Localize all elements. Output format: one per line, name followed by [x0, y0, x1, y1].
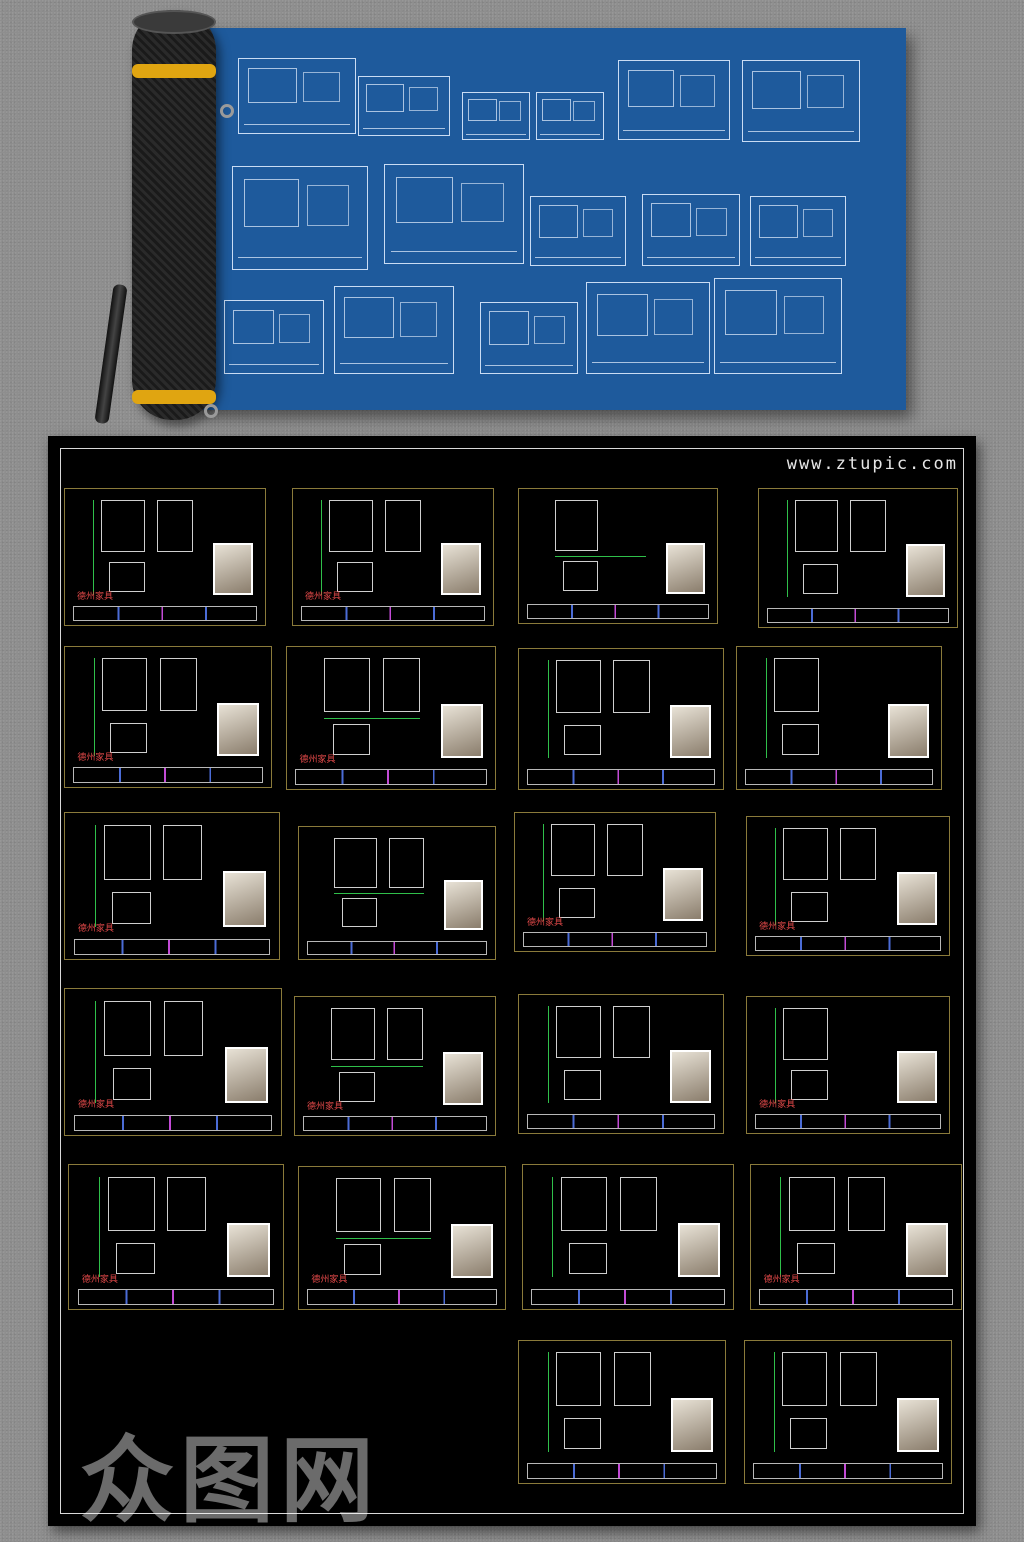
furniture-sheet: 德州家具: [64, 988, 282, 1136]
furniture-sheet: [744, 1340, 952, 1484]
blueprint-sheet: [358, 76, 450, 136]
blueprint-sheet: [750, 196, 846, 266]
blueprint-sheet: [480, 302, 578, 374]
roll-hook: [220, 104, 234, 118]
furniture-sheet: [736, 646, 942, 790]
blueprint-sheet: [586, 282, 710, 374]
blueprint-sheet: [462, 92, 530, 140]
blueprint-poster: [196, 28, 906, 410]
furniture-sheet: [518, 648, 724, 790]
sheet-title: 德州家具: [759, 921, 796, 932]
furniture-sheet: [518, 994, 724, 1134]
furniture-sheet: [298, 826, 496, 960]
sheet-title: 德州家具: [77, 753, 114, 764]
sheet-title: 德州家具: [77, 924, 114, 935]
blueprint-sheet: [714, 278, 842, 374]
sheet-title: 德州家具: [77, 591, 114, 602]
furniture-sheet: 德州家具: [294, 996, 496, 1136]
site-label: www.ztupic.com: [786, 454, 958, 474]
furniture-sheet: 德州家具: [64, 812, 280, 960]
blueprint-sheet: [232, 166, 368, 270]
furniture-sheet: 德州家具: [64, 646, 272, 788]
furniture-sheet: 德州家具: [746, 816, 950, 956]
furniture-sheet: [758, 488, 958, 628]
furniture-sheet: 德州家具: [286, 646, 496, 790]
blueprint-sheet: [618, 60, 730, 140]
watermark-logo: 众图网: [80, 1427, 381, 1536]
pen: [94, 283, 128, 425]
furniture-sheet: [518, 488, 718, 624]
sheet-title: 德州家具: [299, 754, 336, 765]
furniture-sheet: 德州家具: [68, 1164, 284, 1310]
panel-frame: [60, 448, 964, 1514]
furniture-sheet: 德州家具: [292, 488, 494, 626]
sheet-title: 德州家具: [759, 1099, 796, 1110]
roll-hook: [204, 404, 218, 418]
blueprint-sheet: [238, 58, 356, 134]
furniture-sheet: [522, 1164, 734, 1310]
furniture-sheet: [518, 1340, 726, 1484]
furniture-sheet: 德州家具: [298, 1166, 506, 1310]
sheet-title: 德州家具: [763, 1274, 800, 1285]
blueprint-sheet: [642, 194, 740, 266]
sheet-title: 德州家具: [81, 1274, 118, 1285]
furniture-sheet: 德州家具: [514, 812, 716, 952]
sheet-title: 德州家具: [527, 917, 564, 928]
cad-drawing-panel: www.ztupic.com 德州家具 德州家具 德州家具 德州家具 德州家具: [48, 436, 976, 1526]
furniture-sheet: 德州家具: [750, 1164, 962, 1310]
sheet-title: 德州家具: [311, 1274, 348, 1285]
blueprint-sheet: [384, 164, 524, 264]
furniture-sheet: 德州家具: [746, 996, 950, 1134]
blueprint-sheet: [530, 196, 626, 266]
blueprint-sheet: [224, 300, 324, 374]
paper-roll: [132, 10, 216, 420]
sheet-title: 德州家具: [305, 591, 342, 602]
furniture-sheet: 德州家具: [64, 488, 266, 626]
blueprint-sheet: [334, 286, 454, 374]
sheet-title: 德州家具: [77, 1100, 114, 1111]
blueprint-sheet: [536, 92, 604, 140]
sheet-title: 德州家具: [307, 1101, 344, 1112]
blueprint-sheet: [742, 60, 860, 142]
